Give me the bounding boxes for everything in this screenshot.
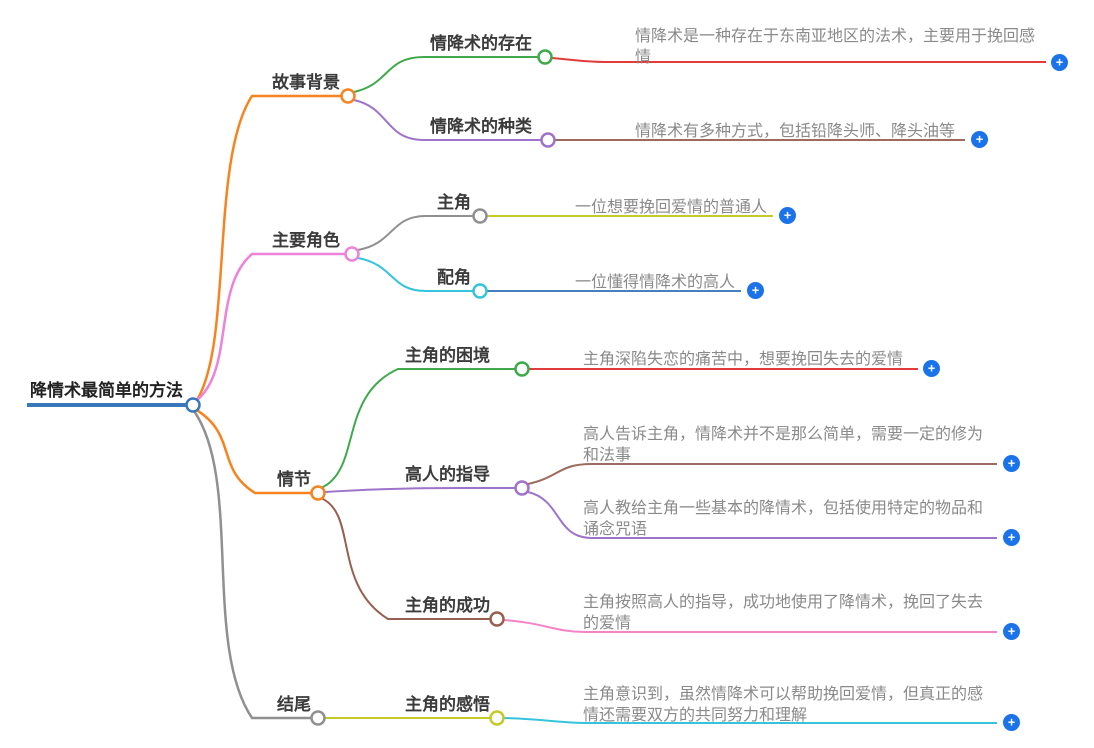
- branch-line-types: [353, 99, 541, 141]
- topic-label-guidance[interactable]: 高人的指导: [405, 465, 490, 484]
- branch-line-story-background: [195, 94, 341, 401]
- topic-label-success[interactable]: 主角的成功: [405, 596, 490, 615]
- topic-label-types[interactable]: 情降术的种类: [430, 117, 532, 136]
- node-handle-protagonist[interactable]: [472, 208, 488, 224]
- plus-icon: +: [783, 207, 792, 223]
- plus-icon: +: [1007, 714, 1016, 730]
- plus-icon: +: [1007, 623, 1016, 639]
- add-node-button-success[interactable]: +: [1003, 623, 1020, 640]
- note-text-guidance-1[interactable]: 高人告诉主角，情降术并不是那么简单，需要一定的修为和法事: [583, 426, 984, 464]
- plus-icon: +: [1007, 529, 1016, 545]
- node-handle-story-background[interactable]: [340, 88, 356, 104]
- node-handle-plot[interactable]: [310, 485, 326, 501]
- note-text-protagonist[interactable]: 一位想要挽回爱情的普通人: [575, 199, 768, 216]
- node-handle-supporting-role[interactable]: [472, 283, 488, 299]
- note-text-success[interactable]: 主角按照高人的指导，成功地使用了降情术，挽回了失去的爱情: [583, 594, 984, 632]
- topic-label-main-roles[interactable]: 主要角色: [272, 231, 340, 250]
- topic-label-dilemma[interactable]: 主角的困境: [405, 346, 490, 365]
- branch-line-protagonist: [357, 215, 473, 251]
- note-line-realization: [503, 717, 997, 724]
- node-handle-guidance[interactable]: [514, 480, 530, 496]
- plus-icon: +: [927, 360, 936, 376]
- topic-label-protagonist[interactable]: 主角: [437, 193, 471, 212]
- branch-line-dilemma: [320, 368, 515, 489]
- topic-label-existence[interactable]: 情降术的存在: [430, 34, 532, 53]
- add-node-button-existence[interactable]: +: [1051, 54, 1068, 71]
- plus-icon: +: [751, 282, 760, 298]
- branch-line-existence: [353, 56, 538, 93]
- node-handle-success[interactable]: [489, 611, 505, 627]
- add-node-button-protagonist[interactable]: +: [779, 207, 796, 224]
- node-handle-realization[interactable]: [489, 710, 505, 726]
- note-text-dilemma[interactable]: 主角深陷失恋的痛苦中，想要挽回失去的爱情: [583, 351, 904, 368]
- note-text-types[interactable]: 情降术有多种方式，包括铅降头师、降头油等: [635, 123, 956, 140]
- topic-label-story-background[interactable]: 故事背景: [272, 73, 340, 92]
- note-line-existence: [551, 57, 1046, 63]
- node-handle-main-roles[interactable]: [344, 246, 360, 262]
- add-node-button-guidance-1[interactable]: +: [1003, 455, 1020, 472]
- branch-line-supporting-role: [357, 257, 473, 292]
- plus-icon: +: [1007, 455, 1016, 471]
- plus-icon: +: [1055, 54, 1064, 70]
- node-handle-existence[interactable]: [537, 49, 553, 65]
- branch-line-guidance: [324, 487, 515, 493]
- topic-label-realization[interactable]: 主角的感悟: [405, 695, 490, 714]
- topic-label-plot[interactable]: 情节: [277, 470, 311, 489]
- note-text-supporting-role[interactable]: 一位懂得情降术的高人: [575, 274, 736, 291]
- add-node-button-realization[interactable]: +: [1003, 714, 1020, 731]
- node-handle-dilemma[interactable]: [514, 361, 530, 377]
- note-line-success: [503, 619, 997, 633]
- add-node-button-supporting-role[interactable]: +: [747, 282, 764, 299]
- plus-icon: +: [975, 131, 984, 147]
- branch-line-success: [320, 497, 490, 620]
- node-handle-types[interactable]: [540, 132, 556, 148]
- note-line-guidance-2: [527, 491, 997, 539]
- note-line-guidance-1: [527, 463, 997, 485]
- add-node-button-guidance-2[interactable]: +: [1003, 529, 1020, 546]
- branch-line-main-roles: [195, 252, 345, 402]
- add-node-button-dilemma[interactable]: +: [923, 360, 940, 377]
- note-text-realization[interactable]: 主角意识到，虽然情降术可以帮助挽回爱情，但真正的感情还需要双方的共同努力和理解: [583, 686, 984, 724]
- topic-label-supporting-role[interactable]: 配角: [437, 268, 471, 287]
- root-topic-label[interactable]: 降情术最简单的方法: [30, 381, 183, 400]
- topic-label-ending[interactable]: 结尾: [277, 695, 311, 714]
- add-node-button-types[interactable]: +: [971, 131, 988, 148]
- note-text-existence[interactable]: 情降术是一种存在于东南亚地区的法术，主要用于挽回感情: [635, 28, 1036, 66]
- node-handle-ending[interactable]: [310, 710, 326, 726]
- note-text-guidance-2[interactable]: 高人教给主角一些基本的降情术，包括使用特定的物品和诵念咒语: [583, 500, 984, 538]
- branch-line-plot: [194, 407, 311, 495]
- branch-line-ending: [192, 410, 311, 720]
- node-handle-root[interactable]: [185, 397, 201, 413]
